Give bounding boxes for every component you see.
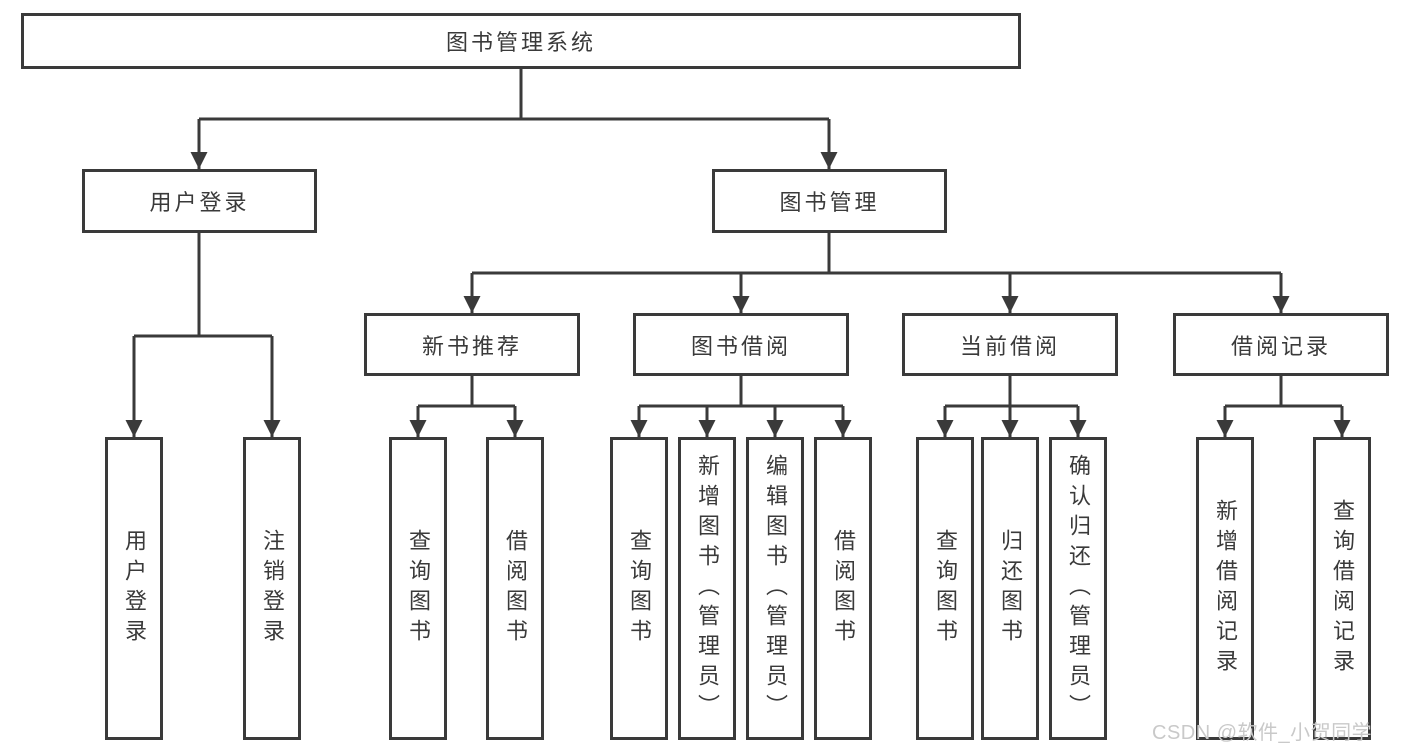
leaf-logout: 注销登录: [243, 437, 301, 740]
leaf-add-books-admin-label: 新增图书（管理员）: [695, 453, 720, 724]
leaf-return-books-label: 归还图书: [998, 528, 1023, 649]
node-borrow-records: 借阅记录: [1173, 313, 1389, 376]
node-book-management-label: 图书管理: [779, 190, 880, 215]
node-user-login: 用户登录: [82, 169, 317, 233]
leaf-edit-books-admin: 编辑图书（管理员）: [746, 437, 804, 740]
node-root-label: 图书管理系统: [445, 30, 596, 55]
leaf-borrow-books-recommend: 借阅图书: [486, 437, 544, 740]
node-book-management: 图书管理: [712, 169, 947, 233]
leaf-add-books-admin: 新增图书（管理员）: [678, 437, 736, 740]
leaf-return-books: 归还图书: [981, 437, 1039, 740]
node-new-book-recommend: 新书推荐: [364, 313, 580, 376]
leaf-user-login-label: 用户登录: [122, 528, 147, 649]
csdn-watermark: CSDN @软件_小贺同学: [1152, 722, 1373, 744]
leaf-add-borrow-record: 新增借阅记录: [1196, 437, 1254, 740]
leaf-query-books-current: 查询图书: [916, 437, 974, 740]
leaf-query-books-recommend: 查询图书: [389, 437, 447, 740]
leaf-borrow-books: 借阅图书: [814, 437, 872, 740]
leaf-query-books-borrow-label: 查询图书: [627, 528, 652, 649]
leaf-add-borrow-record-label: 新增借阅记录: [1213, 498, 1238, 679]
node-book-borrow: 图书借阅: [633, 313, 849, 376]
node-current-borrow-label: 当前借阅: [959, 333, 1060, 359]
node-book-borrow-label: 图书借阅: [690, 333, 791, 359]
leaf-borrow-books-recommend-label: 借阅图书: [503, 528, 528, 649]
leaf-confirm-return-admin-label: 确认归还（管理员）: [1066, 453, 1091, 724]
node-new-book-recommend-label: 新书推荐: [421, 333, 522, 359]
node-root: 图书管理系统: [21, 13, 1021, 69]
leaf-edit-books-admin-label: 编辑图书（管理员）: [763, 453, 788, 724]
leaf-user-login: 用户登录: [105, 437, 163, 740]
leaf-query-books-borrow: 查询图书: [610, 437, 668, 740]
leaf-borrow-books-label: 借阅图书: [831, 528, 856, 649]
leaf-query-books-recommend-label: 查询图书: [406, 528, 431, 649]
leaf-query-borrow-record: 查询借阅记录: [1313, 437, 1371, 740]
leaf-confirm-return-admin: 确认归还（管理员）: [1049, 437, 1107, 740]
leaf-query-books-current-label: 查询图书: [933, 528, 958, 649]
node-current-borrow: 当前借阅: [902, 313, 1118, 376]
node-borrow-records-label: 借阅记录: [1230, 333, 1331, 359]
leaf-logout-label: 注销登录: [260, 528, 285, 649]
node-user-login-label: 用户登录: [149, 190, 250, 215]
leaf-query-borrow-record-label: 查询借阅记录: [1330, 498, 1355, 679]
